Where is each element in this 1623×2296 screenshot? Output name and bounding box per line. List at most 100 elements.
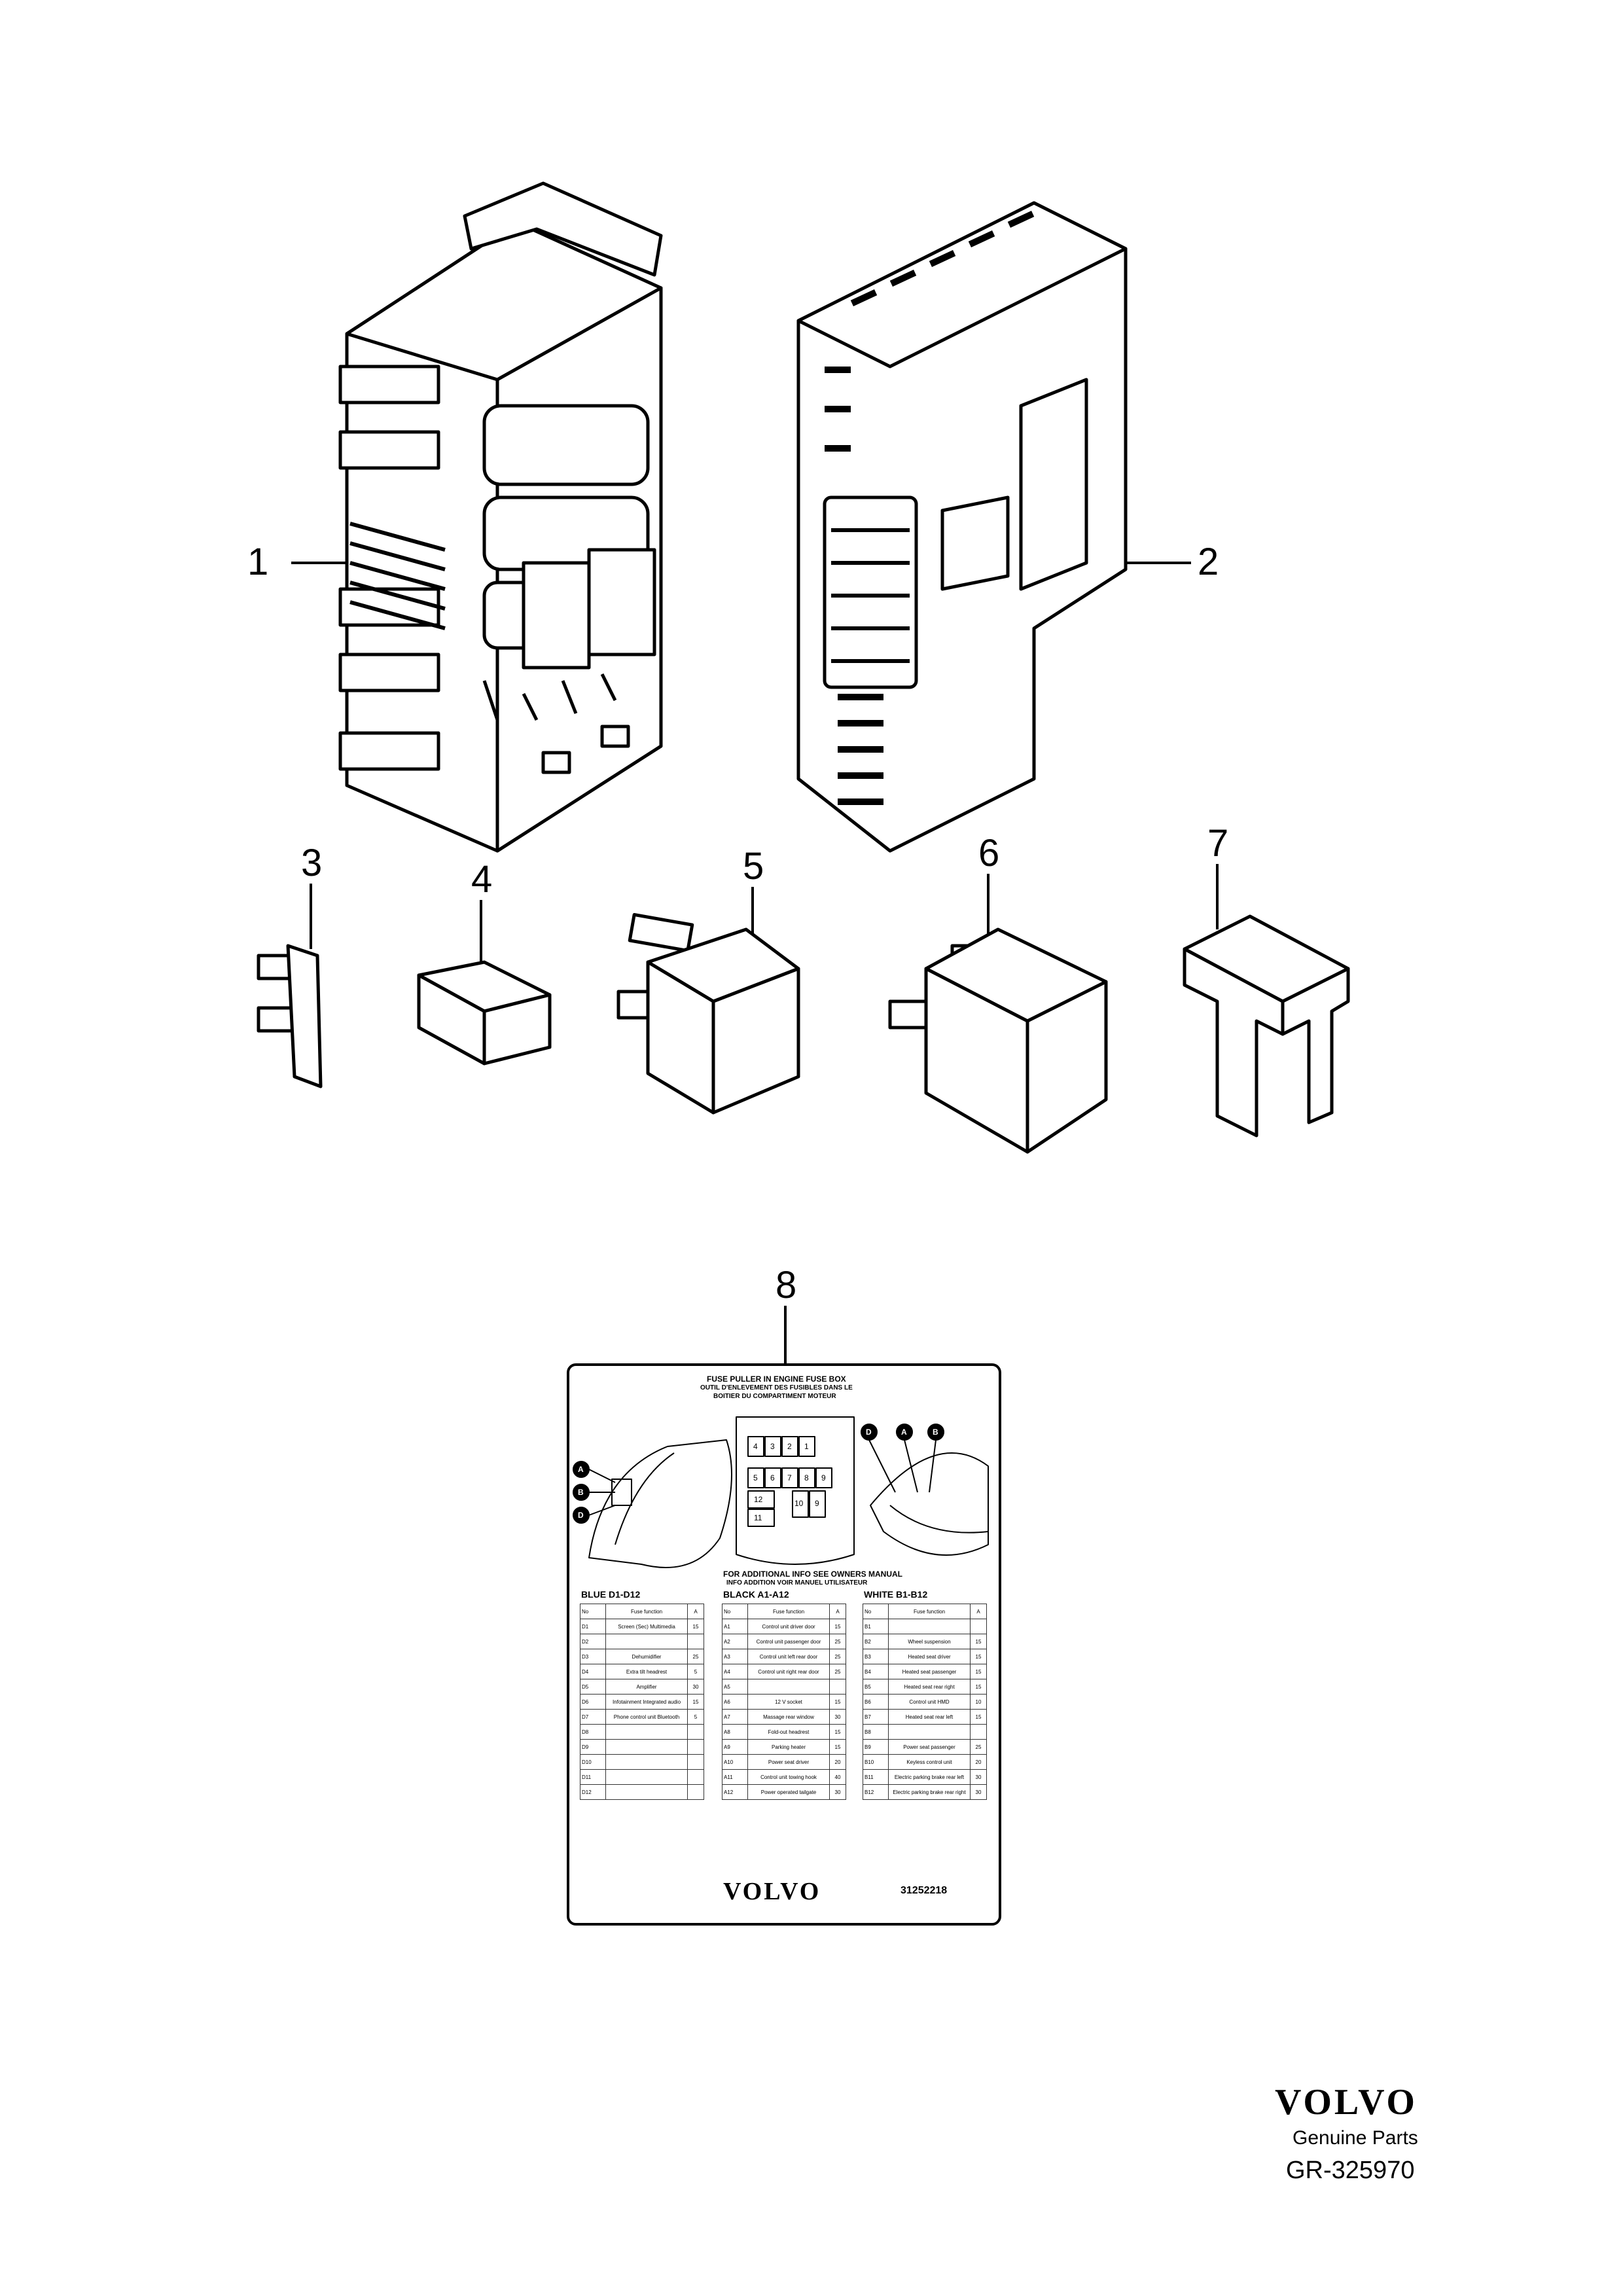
footer-brand-logo: VOLVO xyxy=(1275,2082,1418,2123)
table-row: B8 xyxy=(863,1724,987,1740)
table-cell: 15 xyxy=(687,1619,704,1634)
table-header-cell: A xyxy=(970,1604,987,1619)
callout-3: 3 xyxy=(301,842,323,884)
table-cell: 15 xyxy=(829,1694,846,1710)
table-cell: 15 xyxy=(970,1634,987,1649)
label-brand: VOLVO xyxy=(723,1878,821,1905)
table-cell: A10 xyxy=(722,1754,748,1770)
table-cell: D6 xyxy=(580,1694,606,1710)
table-cell xyxy=(605,1754,688,1770)
marker-a-left: A xyxy=(578,1465,584,1474)
table-cell: Dehumidifier xyxy=(605,1649,688,1664)
table-cell: D8 xyxy=(580,1724,606,1740)
table-header-blue: BLUE D1-D12 xyxy=(581,1589,641,1600)
table-cell: D7 xyxy=(580,1709,606,1725)
table-cell: 30 xyxy=(829,1709,846,1725)
table-cell: A7 xyxy=(722,1709,748,1725)
callout-6: 6 xyxy=(978,832,1000,874)
table-cell xyxy=(687,1784,704,1800)
table-cell: Electric parking brake rear left xyxy=(888,1769,971,1785)
table-cell: Control unit towing hook xyxy=(747,1769,830,1785)
table-cell: A6 xyxy=(722,1694,748,1710)
label-info-en: FOR ADDITIONAL INFO SEE OWNERS MANUAL xyxy=(723,1570,902,1579)
table-cell: 20 xyxy=(970,1754,987,1770)
part-6-relay-large xyxy=(888,927,1108,1154)
table-row: D2 xyxy=(580,1634,704,1649)
part-3-blade-fuse xyxy=(257,944,323,1088)
table-cell: D10 xyxy=(580,1754,606,1770)
table-cell: 30 xyxy=(687,1679,704,1695)
fuse-3: 3 xyxy=(770,1442,775,1451)
table-cell: 15 xyxy=(970,1679,987,1695)
table-cell: Power operated tailgate xyxy=(747,1784,830,1800)
fuse-2: 2 xyxy=(787,1442,792,1451)
table-cell: Amplifier xyxy=(605,1679,688,1695)
table-cell xyxy=(747,1679,830,1695)
table-cell: 5 xyxy=(687,1709,704,1725)
table-cell: 15 xyxy=(829,1619,846,1634)
table-cell: B9 xyxy=(863,1739,889,1755)
table-header-cell: No xyxy=(863,1604,889,1619)
table-cell: 15 xyxy=(970,1664,987,1679)
table-header-cell: Fuse function xyxy=(605,1604,688,1619)
label-part-number: 31252218 xyxy=(901,1885,948,1896)
table-row: D9 xyxy=(580,1739,704,1755)
table-cell: Fold-out headrest xyxy=(747,1724,830,1740)
label-info-fr: INFO ADDITION VOIR MANUEL UTILISATEUR xyxy=(726,1579,868,1587)
table-cell: Keyless control unit xyxy=(888,1754,971,1770)
table-cell xyxy=(687,1769,704,1785)
table-cell: D4 xyxy=(580,1664,606,1679)
table-cell: 30 xyxy=(970,1769,987,1785)
table-cell: Power seat passenger xyxy=(888,1739,971,1755)
table-cell xyxy=(605,1634,688,1649)
table-row: B1 xyxy=(863,1619,987,1634)
label-title-en: FUSE PULLER IN ENGINE FUSE BOX xyxy=(707,1374,846,1384)
table-header-cell: A xyxy=(829,1604,846,1619)
table-cell: A3 xyxy=(722,1649,748,1664)
table-cell: Infotainment Integrated audio xyxy=(605,1694,688,1710)
table-cell xyxy=(605,1739,688,1755)
callout-2: 2 xyxy=(1198,541,1219,583)
table-cell: 25 xyxy=(829,1664,846,1679)
table-cell: Control unit right rear door xyxy=(747,1664,830,1679)
table-cell: A12 xyxy=(722,1784,748,1800)
table-header-cell: A xyxy=(687,1604,704,1619)
table-cell: Heated seat rear left xyxy=(888,1709,971,1725)
fuse-grid xyxy=(747,1436,832,1527)
table-cell: B8 xyxy=(863,1724,889,1740)
table-row: A5 xyxy=(722,1679,846,1695)
table-cell: 20 xyxy=(829,1754,846,1770)
table-cell: 25 xyxy=(970,1739,987,1755)
table-cell: B6 xyxy=(863,1694,889,1710)
table-cell: 15 xyxy=(970,1649,987,1664)
table-cell: 10 xyxy=(970,1694,987,1710)
table-cell: B12 xyxy=(863,1784,889,1800)
label-illustrations xyxy=(588,1416,989,1568)
table-cell xyxy=(687,1724,704,1740)
table-cell: B3 xyxy=(863,1649,889,1664)
table-cell: A1 xyxy=(722,1619,748,1634)
label-title-fr-1: OUTIL D'ENLEVEMENT DES FUSIBLES DANS LE xyxy=(700,1384,853,1391)
table-cell: Electric parking brake rear right xyxy=(888,1784,971,1800)
table-cell xyxy=(687,1634,704,1649)
table-cell: Control unit left rear door xyxy=(747,1649,830,1664)
callout-1: 1 xyxy=(247,541,269,583)
table-cell: Extra tilt headrest xyxy=(605,1664,688,1679)
table-cell: 15 xyxy=(970,1709,987,1725)
label-title-fr-2: BOITIER DU COMPARTIMENT MOTEUR xyxy=(713,1393,836,1400)
label-markers xyxy=(573,1424,944,1524)
